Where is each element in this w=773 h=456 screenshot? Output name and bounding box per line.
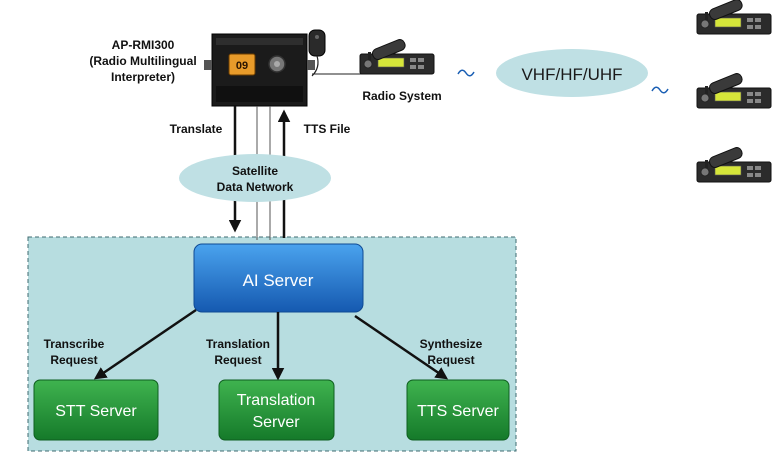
synthesize-request-line2: Request (427, 353, 474, 367)
radio-network-cloud (496, 49, 648, 97)
ai-server-box[interactable]: AI Server (193, 243, 364, 313)
rf-wave-icon (651, 86, 669, 94)
synthesize-request-line1: Synthesize (420, 337, 483, 351)
device-subtitle-line2: Interpreter) (111, 70, 175, 84)
radio-system-icon[interactable] (359, 37, 435, 75)
translation-request-line2: Request (214, 353, 261, 367)
microphone-icon (308, 29, 326, 77)
tts-server-label: TTS Server (417, 403, 499, 420)
ap-rmi300-device[interactable]: 09 (204, 33, 315, 107)
device-name-label: AP-RMI300 (112, 38, 175, 52)
synthesize-request-arrow (354, 314, 449, 380)
transcribe-request-line1: Transcribe (44, 337, 105, 351)
transcribe-request-arrow (93, 308, 197, 380)
translation-server-line2: Server (252, 414, 300, 431)
stt-server-box[interactable]: STT Server (33, 379, 159, 441)
translate-label: Translate (170, 122, 223, 136)
ai-server-label: AI Server (243, 271, 314, 290)
device-screen-value: 09 (236, 60, 248, 72)
rf-wave-icon (457, 69, 475, 77)
radio-network-label: VHF/HF/UHF (521, 65, 622, 84)
stt-server-label: STT Server (55, 403, 137, 420)
tts-server-box[interactable]: TTS Server (406, 379, 510, 441)
translation-server-box[interactable]: Translation Server (218, 379, 335, 441)
remote-radio-icon[interactable] (696, 145, 772, 183)
tts-file-label: TTS File (304, 122, 351, 136)
translation-request-line1: Translation (206, 337, 270, 351)
satellite-line2: Data Network (217, 180, 294, 194)
remote-radio-icon[interactable] (696, 0, 772, 35)
transcribe-request-line2: Request (50, 353, 97, 367)
remote-radio-icon[interactable] (696, 71, 772, 109)
radio-system-label: Radio System (362, 89, 441, 103)
translation-server-line1: Translation (237, 392, 316, 409)
satellite-line1: Satellite (232, 164, 278, 178)
device-subtitle-line1: (Radio Multilingual (89, 54, 196, 68)
satellite-network-cloud (179, 154, 331, 202)
